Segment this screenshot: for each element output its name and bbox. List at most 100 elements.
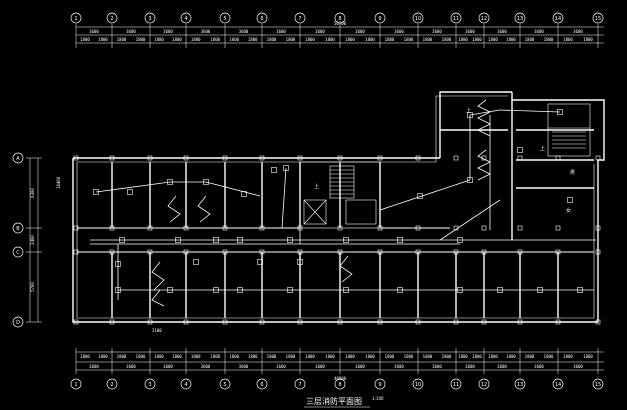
top-fine-dimension: 1800	[154, 37, 164, 42]
top-fine-dimension: 1800	[442, 37, 452, 42]
bottom-axis-label: 12	[481, 382, 487, 388]
top-axis-label: 1	[74, 16, 77, 22]
top-axis-label: 12	[481, 16, 487, 22]
bottom-fine-dimension: 1800	[210, 354, 220, 359]
column	[555, 249, 561, 255]
sprinkler-head	[115, 261, 121, 267]
column	[222, 249, 228, 255]
bottom-bay-dimension: 3600	[573, 364, 583, 369]
column	[259, 319, 265, 325]
top-axis-bubble	[219, 12, 231, 24]
bottom-fine-dimension: 1800	[267, 354, 277, 359]
bottom-fine-dimension: 1800	[488, 354, 498, 359]
sprinkler-head	[467, 112, 473, 118]
bottom-axis-label: 13	[517, 382, 523, 388]
bottom-fine-dimension: 1800	[404, 354, 414, 359]
column	[595, 319, 601, 325]
top-fine-dimension: 1800	[563, 37, 573, 42]
top-fine-dimension: 1800	[583, 37, 593, 42]
column	[517, 249, 523, 255]
bottom-axis-bubble	[219, 378, 231, 390]
top-bay-dimension: 3600	[89, 29, 99, 34]
bottom-fine-dimension: 1800	[472, 354, 482, 359]
bottom-bay-dimension: 3600	[432, 364, 442, 369]
top-bay-dimension: 3600	[534, 29, 544, 34]
column	[415, 225, 421, 231]
sprinkler-head	[457, 287, 463, 293]
sprinkler-head	[193, 259, 199, 265]
bottom-axis-bubble	[70, 378, 82, 390]
column	[297, 155, 303, 161]
bottom-axis-label: 5	[223, 382, 226, 388]
bottom-bay-dimension: 3600	[201, 364, 211, 369]
column	[337, 249, 343, 255]
bottom-fine-dimension: 1800	[583, 354, 593, 359]
bottom-bay-dimension: 3600	[355, 364, 365, 369]
column	[415, 249, 421, 255]
top-axis-bubble	[144, 12, 156, 24]
sprinkler-head	[397, 237, 403, 243]
top-axis-label: 5	[223, 16, 226, 22]
column	[109, 319, 115, 325]
column	[377, 249, 383, 255]
column	[109, 155, 115, 161]
left-dimension: 6300	[30, 188, 35, 198]
room-label-men: 男	[570, 170, 575, 176]
bottom-fine-dimension: 1800	[525, 354, 535, 359]
column	[517, 225, 523, 231]
sprinkler-head	[203, 179, 209, 185]
bottom-axis-bubble	[294, 378, 306, 390]
sprinkler-heads	[93, 109, 583, 293]
top-axis-label: 4	[184, 16, 187, 22]
bottom-axis-bubble	[334, 378, 346, 390]
building-walls	[72, 91, 605, 323]
column	[481, 319, 487, 325]
column	[337, 155, 343, 161]
column	[73, 155, 79, 161]
column	[73, 249, 79, 255]
column	[109, 249, 115, 255]
column	[222, 319, 228, 325]
top-fine-dimension: 1800	[80, 37, 90, 42]
column	[517, 319, 523, 325]
top-axis-bubble	[180, 12, 192, 24]
bottom-bay-dimension: 3600	[534, 364, 544, 369]
top-bay-dimension: 3600	[573, 29, 583, 34]
top-overall-dimension: 50700	[334, 21, 347, 26]
top-axis-bubble	[552, 12, 564, 24]
sprinkler-head	[287, 237, 293, 243]
sprinkler-head	[119, 237, 125, 243]
top-bay-dimension: 3600	[276, 29, 286, 34]
sprinkler-head	[283, 165, 289, 171]
bottom-fine-dimension: 1800	[136, 354, 146, 359]
sprinkler-head	[417, 193, 423, 199]
top-axis-label: 3	[148, 16, 151, 22]
top-fine-dimension: 1800	[136, 37, 146, 42]
bottom-axis-bubble	[144, 378, 156, 390]
stair-label-1: 上	[314, 183, 319, 190]
stair-label-3: 上	[540, 145, 545, 152]
column	[259, 225, 265, 231]
sprinkler-head	[287, 287, 293, 293]
bottom-fine-dimension: 1800	[544, 354, 554, 359]
column	[481, 249, 487, 255]
column	[183, 155, 189, 161]
bottom-axis-bubble	[592, 378, 604, 390]
column	[555, 155, 561, 161]
room-label-women: 女	[566, 207, 571, 214]
sprinkler-head	[577, 287, 583, 293]
bottom-axis-label: 7	[298, 382, 301, 388]
column	[415, 319, 421, 325]
top-axis-bubble	[106, 12, 118, 24]
sprinkler-head	[297, 259, 303, 265]
column	[595, 225, 601, 231]
sprinkler-head	[241, 191, 247, 197]
bottom-axis-label: 4	[184, 382, 187, 388]
top-bay-dimension: 3600	[432, 29, 442, 34]
left-axis-label: A	[16, 156, 20, 162]
column	[109, 225, 115, 231]
